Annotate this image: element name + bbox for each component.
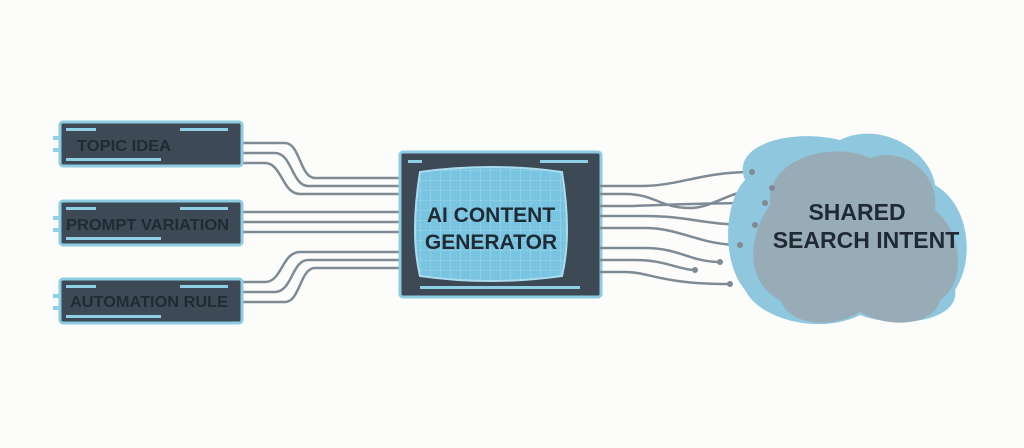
wire — [599, 270, 732, 286]
shared-search-intent-cloud: SHARED SEARCH INTENT — [692, 133, 967, 325]
input-node-prompt-variation: PROMPT VARIATION — [53, 199, 244, 247]
cloud-gray-shape — [753, 151, 959, 323]
input-wires — [240, 141, 402, 304]
input-label: AUTOMATION RULE — [70, 294, 228, 311]
wire — [240, 161, 402, 196]
wire — [240, 250, 402, 284]
output-label-line2: SEARCH INTENT — [773, 227, 960, 253]
wire — [240, 151, 402, 188]
input-label: PROMPT VARIATION — [66, 217, 229, 234]
wire — [240, 266, 402, 304]
output-label-line1: SHARED — [808, 199, 905, 225]
input-label: TOPIC IDEA — [77, 138, 171, 155]
ai-content-generator: AI CONTENT GENERATOR — [398, 150, 603, 299]
wire — [599, 246, 722, 264]
wire — [599, 226, 742, 247]
wire — [599, 258, 697, 272]
wire — [240, 258, 402, 294]
generator-label-line1: AI CONTENT — [427, 204, 556, 227]
input-node-topic-idea: TOPIC IDEA — [53, 120, 244, 168]
generator-label-line2: GENERATOR — [425, 231, 557, 254]
wire — [599, 170, 754, 188]
wire — [240, 141, 402, 180]
wire-endpoints — [692, 169, 775, 287]
input-node-automation-rule: AUTOMATION RULE — [53, 277, 244, 325]
